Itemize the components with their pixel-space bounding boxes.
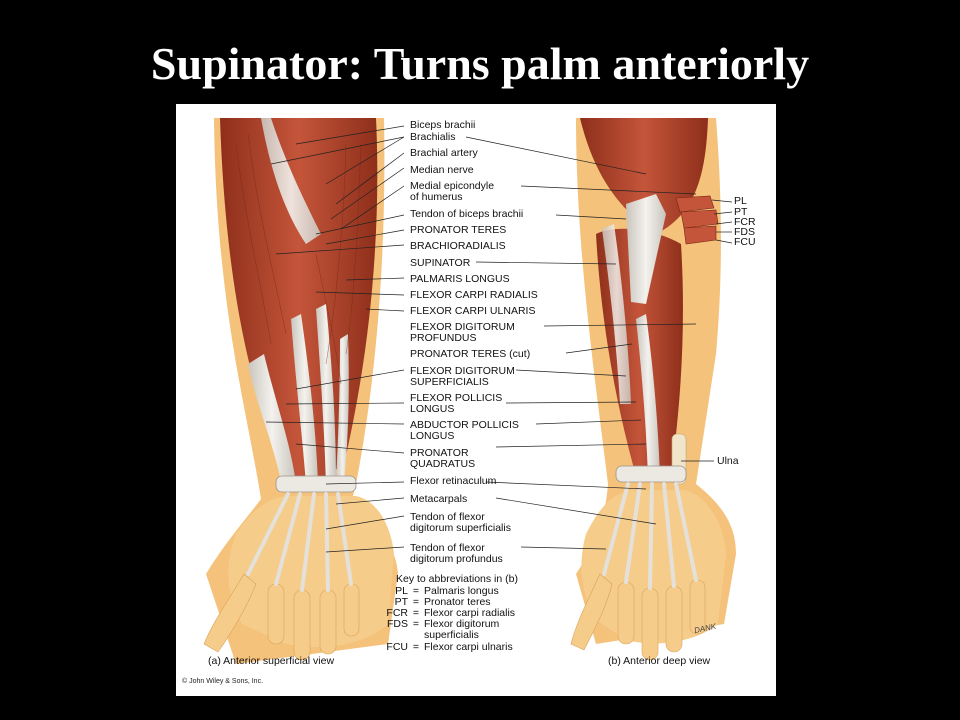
- slide-title: Supinator: Turns palm anteriorly: [150, 38, 810, 89]
- label-brachialis: Brachialis: [410, 131, 456, 143]
- label-tendon-fds-2: digitorum superficialis: [410, 522, 511, 534]
- label-tendon-fdp-2: digitorum profundus: [410, 553, 503, 565]
- label-flexor-digitorum-profundus-2: PROFUNDUS: [410, 332, 477, 344]
- label-flexor-digitorum-superficialis-1: FLEXOR DIGITORUM: [410, 365, 515, 377]
- label-pronator-quadratus-2: QUADRATUS: [410, 458, 476, 470]
- forearm-illustration: [203, 118, 736, 664]
- key-row: PT = Pronator teres: [372, 597, 491, 608]
- key-eq: =: [412, 596, 420, 608]
- left-forearm-superficial: [203, 118, 398, 664]
- label-abductor-pollicis-2: LONGUS: [410, 430, 455, 442]
- label-flexor-digitorum-profundus-1: FLEXOR DIGITORUM: [410, 321, 515, 333]
- copyright-note: © John Wiley & Sons, Inc.: [182, 678, 264, 685]
- key-abbr: PL: [395, 585, 408, 597]
- key-meaning: Pronator teres: [424, 596, 491, 608]
- key-row: FCU = Flexor carpi ulnaris: [372, 641, 513, 653]
- label-pronator-teres: PRONATOR TERES: [410, 224, 507, 236]
- label-of-humerus: of humerus: [410, 191, 463, 203]
- key-heading: Key to abbreviations in (b): [396, 573, 518, 585]
- label-fcu: FCU: [734, 236, 756, 248]
- label-medial-epicondyle: Medial epicondyle: [410, 180, 495, 192]
- key-meaning: Palmaris longus: [424, 585, 499, 597]
- key-eq: =: [412, 607, 420, 619]
- key-abbr: FDS: [387, 618, 408, 630]
- label-fds: FDS: [734, 226, 755, 238]
- caption-left: (a) Anterior superficial view: [208, 655, 335, 667]
- label-pt: PT: [734, 206, 748, 218]
- label-flexor-carpi-ulnaris: FLEXOR CARPI ULNARIS: [410, 305, 536, 317]
- label-palmaris-longus: PALMARIS LONGUS: [410, 273, 510, 285]
- label-flexor-pollicis-1: FLEXOR POLLICIS: [410, 392, 503, 404]
- key-meaning: Flexor carpi ulnaris: [424, 641, 513, 653]
- label-fcr: FCR: [734, 216, 756, 228]
- leader-lines-right: [465, 136, 733, 550]
- label-pronator-teres-cut: PRONATOR TERES (cut): [410, 348, 531, 360]
- label-metacarpals: Metacarpals: [410, 493, 468, 505]
- label-pl: PL: [734, 195, 747, 207]
- label-ulna: Ulna: [717, 455, 739, 467]
- label-abductor-pollicis-1: ABDUCTOR POLLICIS: [410, 419, 519, 431]
- key-abbr: PT: [394, 596, 408, 608]
- key-meaning: Flexor carpi radialis: [424, 607, 516, 619]
- label-flexor-pollicis-2: LONGUS: [410, 403, 455, 415]
- key-row: superficialis: [372, 630, 479, 641]
- key-eq: =: [412, 641, 420, 653]
- key-eq: =: [412, 618, 420, 630]
- key-row: FDS = Flexor digitorum: [372, 619, 499, 630]
- right-forearm-deep: [570, 118, 736, 661]
- key-eq: =: [412, 585, 420, 597]
- key-meaning: superficialis: [424, 629, 479, 641]
- label-biceps-brachii: Biceps brachii: [410, 119, 476, 131]
- label-tendon-fds-1: Tendon of flexor: [410, 511, 485, 523]
- label-pronator-quadratus-1: PRONATOR: [410, 447, 469, 459]
- key-row: FCR = Flexor carpi radialis: [372, 608, 515, 619]
- key-abbr: FCR: [386, 607, 408, 619]
- label-brachioradialis: BRACHIORADIALIS: [410, 240, 506, 252]
- caption-right: (b) Anterior deep view: [608, 655, 711, 667]
- label-tendon-fdp-1: Tendon of flexor: [410, 542, 485, 554]
- leader-lines-left: [265, 125, 405, 553]
- anatomy-figure-panel: Biceps brachii Brachialis Brachial arter…: [176, 104, 776, 696]
- label-brachial-artery: Brachial artery: [410, 147, 478, 159]
- label-supinator: SUPINATOR: [410, 257, 471, 269]
- key-meaning: Flexor digitorum: [424, 618, 500, 630]
- label-flexor-carpi-radialis: FLEXOR CARPI RADIALIS: [410, 289, 538, 301]
- label-flexor-retinaculum: Flexor retinaculum: [410, 475, 497, 487]
- key-row: PL = Palmaris longus: [372, 586, 499, 597]
- label-median-nerve: Median nerve: [410, 164, 474, 176]
- key-abbr: FCU: [386, 641, 408, 653]
- label-flexor-digitorum-superficialis-2: SUPERFICIALIS: [410, 376, 489, 388]
- label-tendon-biceps: Tendon of biceps brachii: [410, 208, 524, 220]
